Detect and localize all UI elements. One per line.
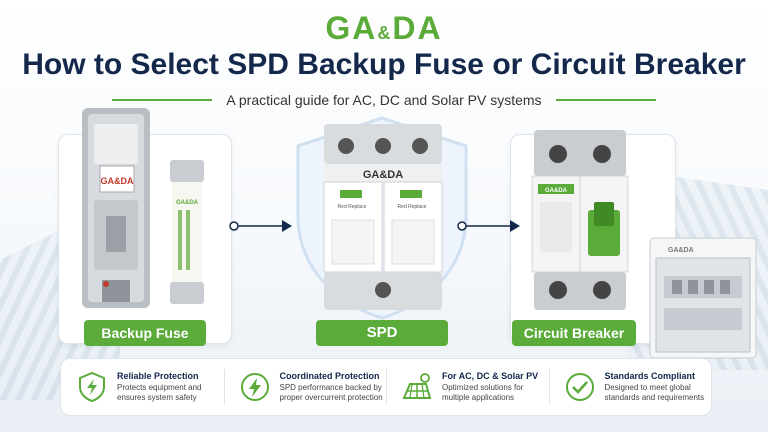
arrow-right-icon bbox=[457, 220, 520, 232]
feature-title: Standards Compliant bbox=[604, 371, 696, 381]
spd-brand: GA&DA bbox=[363, 169, 403, 181]
feature-reliable-protection: Reliable Protection Protects equipment a… bbox=[61, 359, 224, 415]
brand-logo: GA&DA bbox=[0, 10, 768, 47]
logo-tail: DA bbox=[392, 10, 443, 46]
spd-image: GA&DA Red Replace Red Replace bbox=[323, 124, 443, 310]
circuit-breaker-label: Circuit Breaker bbox=[512, 320, 636, 346]
feature-desc: Protects equipment and ensures system sa… bbox=[117, 383, 202, 402]
fuse-cartridge-brand: GA&DA bbox=[176, 200, 199, 206]
feature-title: For AC, DC & Solar PV bbox=[442, 371, 539, 381]
feature-ac-dc-solar: For AC, DC & Solar PV Optimized solution… bbox=[386, 359, 549, 415]
fuse-cartridge-image: GA&DA bbox=[170, 160, 204, 304]
features-bar: Reliable Protection Protects equipment a… bbox=[60, 358, 712, 416]
feature-standards-compliant: Standards Compliant Designed to meet glo… bbox=[548, 359, 712, 415]
spd-module-text-left: Red Replace bbox=[338, 204, 367, 210]
circuit-breaker-image: GA&DA bbox=[531, 130, 629, 310]
breaker-brand: GA&DA bbox=[545, 188, 568, 194]
shield-bolt-icon bbox=[79, 371, 105, 403]
feature-title: Reliable Protection bbox=[117, 371, 199, 381]
feature-title: Coordinated Protection bbox=[279, 371, 380, 381]
solar-panel-icon bbox=[402, 373, 432, 399]
spd-module-text-right: Red Replace bbox=[398, 204, 427, 210]
page-title: How to Select SPD Backup Fuse or Circuit… bbox=[22, 48, 746, 81]
spd-label: SPD bbox=[316, 320, 448, 346]
logo-amp: & bbox=[377, 23, 393, 43]
distribution-box-image: GA&DA bbox=[649, 237, 757, 359]
feature-coordinated-protection: Coordinated Protection SPD performance b… bbox=[223, 359, 387, 415]
logo-main: GA bbox=[325, 10, 378, 46]
feature-desc: Designed to meet global standards and re… bbox=[604, 383, 705, 402]
subtitle-row: A practical guide for AC, DC and Solar P… bbox=[0, 92, 768, 108]
feature-desc: Optimized solutions for multiple applica… bbox=[442, 383, 524, 402]
page-subtitle: A practical guide for AC, DC and Solar P… bbox=[226, 92, 542, 108]
cabinet-brand: GA&DA bbox=[668, 247, 694, 254]
feature-desc: SPD performance backed by proper overcur… bbox=[279, 383, 383, 402]
check-circle-icon bbox=[565, 373, 594, 401]
subtitle-line-left bbox=[112, 99, 213, 101]
bolt-circle-icon bbox=[240, 373, 269, 401]
backup-fuse-label: Backup Fuse bbox=[84, 320, 206, 346]
subtitle-line-right bbox=[555, 99, 656, 101]
arrow-right-icon bbox=[229, 220, 292, 232]
fuse-holder-image: GA&DA bbox=[82, 108, 150, 308]
fuse-holder-brand: GA&DA bbox=[101, 176, 134, 186]
